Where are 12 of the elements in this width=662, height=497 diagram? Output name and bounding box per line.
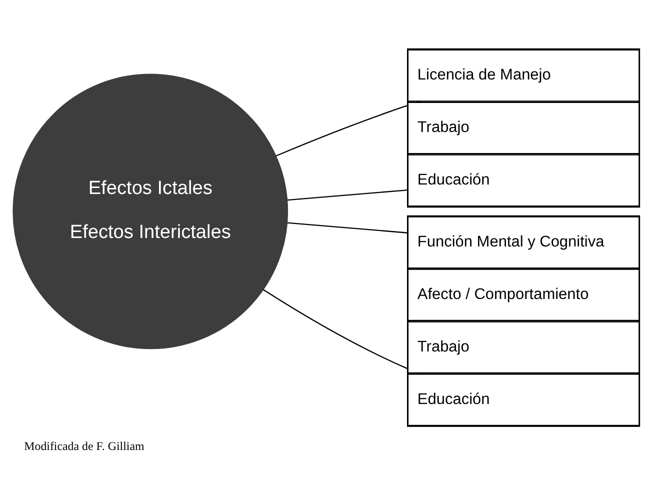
node-box: Función Mental y Cognitiva [407, 216, 640, 268]
node-box: Trabajo [407, 320, 640, 374]
connector [287, 188, 408, 200]
node-box: Afecto / Comportamiento [407, 268, 640, 321]
node-box: Educación [407, 373, 640, 426]
node-box: Educación [407, 154, 640, 206]
caption: Modificada de F. Gilliam [24, 438, 144, 452]
connector [262, 288, 421, 374]
node-box: Licencia de Manejo [407, 48, 640, 102]
connector [287, 222, 408, 233]
node-box: Trabajo [407, 101, 640, 154]
node-circle: Efectos Ictales Efectos Interictales [12, 73, 288, 349]
